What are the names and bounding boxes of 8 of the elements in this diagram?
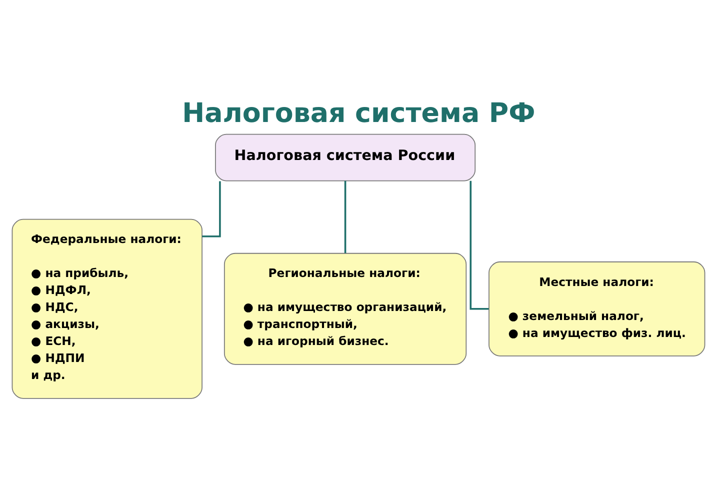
node-box: Федеральные налоги: ● на прибыль, ● НДФЛ, ● НДС, ● акцизы, ● ЕСН, ● НДПИ и др. <box>12 218 202 399</box>
connector <box>344 180 346 254</box>
connector <box>470 180 489 310</box>
node-box: Местные налоги: ● земельный налог, ● на имущество физ. лиц. <box>488 261 706 356</box>
connector <box>202 181 221 238</box>
diagram-title: Налоговая система РФ <box>182 98 536 129</box>
node-box: Налоговая система России <box>215 134 476 182</box>
node-box: Региональные налоги: ● на имущество организаций, ● транспортный, ● на игорный бизнес. <box>224 252 467 365</box>
